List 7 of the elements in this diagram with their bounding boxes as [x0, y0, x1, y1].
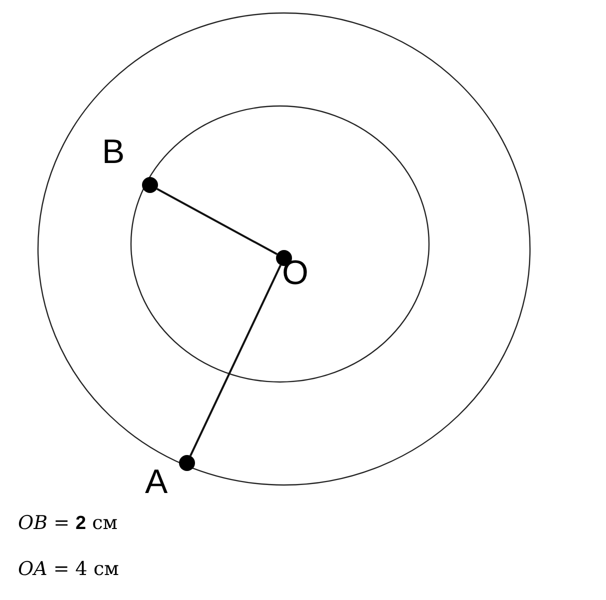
line-segment: [190, 264, 282, 456]
point-label: B: [102, 135, 125, 169]
point-label: A: [145, 465, 168, 499]
line-segment: [156, 188, 278, 256]
point-label: O: [282, 256, 308, 290]
length-note: OA = 4 см: [18, 558, 119, 580]
length-note: OB = 2 см: [18, 512, 118, 535]
